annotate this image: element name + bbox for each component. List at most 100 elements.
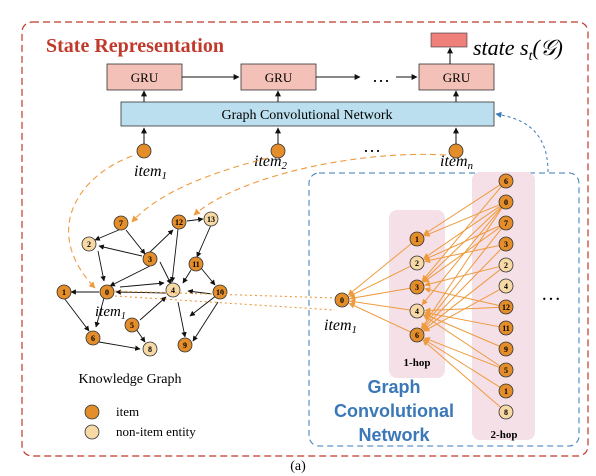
- svg-text:9: 9: [183, 341, 187, 350]
- svg-text:itemn: itemn: [440, 153, 474, 172]
- hop2-node: 6: [498, 173, 514, 189]
- gcn-edge: [348, 302, 411, 333]
- kg-node: 1: [56, 284, 72, 300]
- svg-text:7: 7: [119, 219, 123, 228]
- gcn-panel-to-gcn-link: [495, 111, 549, 173]
- kg-caption: Knowledge Graph: [78, 372, 181, 387]
- hop2-node: 0: [498, 194, 514, 210]
- hop2-node: 12: [498, 299, 514, 315]
- svg-text:0: 0: [504, 198, 508, 207]
- hop1-nodes: 1 2 3 4 6: [409, 231, 425, 343]
- kg-to-gcn-link: [114, 290, 336, 299]
- hop1-node: 6: [409, 327, 425, 343]
- gcn-edge: [422, 206, 502, 282]
- gru-label: GRU: [265, 70, 293, 85]
- gcn-edge: [421, 186, 502, 282]
- svg-text:4: 4: [504, 282, 508, 291]
- gcn-edge: [348, 265, 411, 297]
- kg-edges: [63, 216, 219, 351]
- gru-cell-n: GRU: [418, 63, 495, 91]
- svg-text:7: 7: [504, 219, 508, 228]
- svg-text:6: 6: [91, 334, 95, 343]
- svg-text:11: 11: [192, 260, 200, 269]
- gcn-panel-title-line2: Convolutional: [334, 401, 454, 421]
- gcn-edge: [423, 225, 500, 261]
- kg-node: 5: [124, 317, 140, 333]
- svg-text:5: 5: [130, 321, 134, 330]
- legend: item non-item entity: [84, 404, 196, 440]
- gcn-edge: [421, 207, 502, 306]
- gru-label: GRU: [131, 70, 159, 85]
- item-ellipsis: …: [363, 136, 381, 156]
- hop1-node: 1: [409, 231, 425, 247]
- svg-text:1: 1: [62, 288, 66, 297]
- item-input-1: item1: [134, 127, 167, 182]
- item-input-n: itemn: [440, 127, 474, 172]
- gcn-edge: [422, 248, 502, 330]
- svg-text:13: 13: [207, 215, 215, 224]
- svg-text:0: 0: [105, 288, 109, 297]
- svg-text:3: 3: [148, 255, 152, 264]
- svg-text:item1: item1: [134, 163, 167, 182]
- kg-to-gcn-link: [114, 295, 336, 311]
- svg-text:9: 9: [504, 345, 508, 354]
- svg-text:4: 4: [171, 286, 175, 295]
- gru-ellipsis: …: [372, 66, 390, 86]
- svg-text:8: 8: [504, 408, 508, 417]
- hop2-nodes: 6 0 7 3 2 4 12 11 9 5 1 8: [498, 173, 514, 420]
- figure-caption: (a): [290, 459, 306, 474]
- svg-text:3: 3: [415, 283, 419, 292]
- hop1-node: 4: [409, 303, 425, 319]
- legend-non-item-label: non-item entity: [116, 424, 196, 439]
- gcn-edge: [424, 266, 500, 287]
- hop2-node: 8: [498, 404, 514, 420]
- hop1-node: 2: [409, 255, 425, 271]
- gcn-edge: [423, 337, 500, 368]
- gru-label: GRU: [443, 70, 471, 85]
- hop1-label: 1-hop: [404, 357, 431, 369]
- gcn-edge: [422, 339, 502, 408]
- svg-text:4: 4: [415, 307, 419, 316]
- kg-node: 10: [212, 284, 228, 300]
- svg-text:11: 11: [502, 324, 510, 333]
- kg-node: 13: [203, 211, 219, 227]
- svg-text:1: 1: [504, 387, 508, 396]
- kg-node: 12: [171, 214, 187, 230]
- gcn-edge: [423, 184, 501, 236]
- svg-text:2: 2: [504, 261, 508, 270]
- gcn-bar: [120, 101, 495, 127]
- hop2-label: 2-hop: [491, 429, 518, 441]
- gcn-edge: [423, 205, 501, 259]
- kg-node: 6: [85, 330, 101, 346]
- gcn-edge: [423, 338, 501, 388]
- svg-text:item2: item2: [254, 153, 288, 172]
- kg-nodes: 7 12 13 2 3 11 1 0 4 10 5 6 8 9: [56, 211, 228, 357]
- gcn-edge: [423, 226, 501, 283]
- hop2-node: 11: [498, 320, 514, 336]
- kg-node: 3: [142, 251, 158, 267]
- hop2-node: 3: [498, 236, 514, 252]
- hop2-node: 4: [498, 278, 514, 294]
- legend-non-item-swatch: [84, 424, 100, 440]
- kg-node: 7: [113, 215, 129, 231]
- svg-text:8: 8: [148, 345, 152, 354]
- item-to-kg-link: [193, 153, 447, 216]
- svg-text:10: 10: [216, 288, 224, 297]
- gcn-edge: [422, 268, 501, 331]
- svg-text:2: 2: [415, 259, 419, 268]
- hop2-node: 1: [498, 383, 514, 399]
- hop2-node: 7: [498, 215, 514, 231]
- hop2-node: 5: [498, 362, 514, 378]
- gcn-edge: [421, 228, 503, 330]
- gcn-edge: [349, 298, 411, 311]
- kg-node: 0: [99, 284, 115, 300]
- kg-node: 4: [165, 282, 181, 298]
- kg-node: 11: [188, 256, 204, 272]
- legend-item-swatch: [84, 404, 100, 420]
- state-label: state st(𝒢): [473, 35, 563, 64]
- svg-text:3: 3: [504, 240, 508, 249]
- gcn-edge: [424, 244, 500, 264]
- state-representation-title: State Representation: [46, 35, 224, 57]
- svg-text:2: 2: [87, 240, 91, 249]
